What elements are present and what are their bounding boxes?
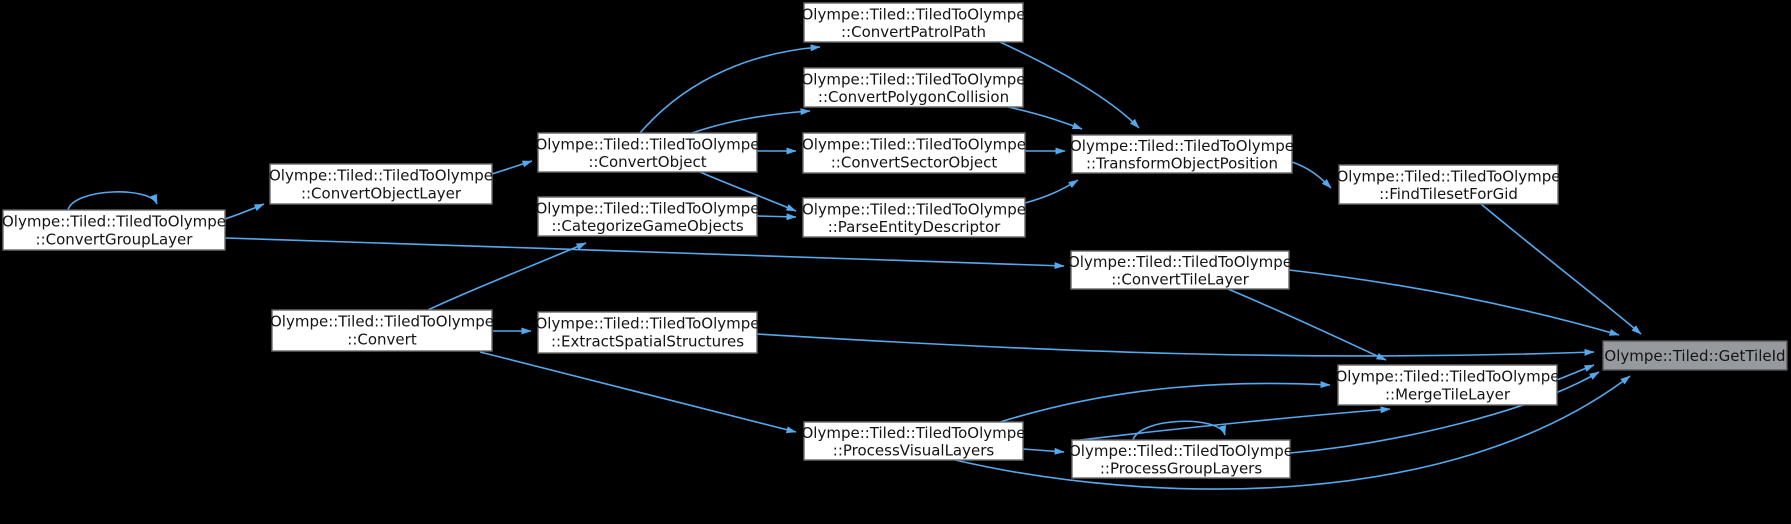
node-label-line2: ::TransformObjectPosition [1086, 155, 1278, 173]
node-label-line1: Olympe::Tiled::TiledToOlympe [270, 313, 494, 331]
node-parse-entity-descriptor[interactable]: Olympe::Tiled::TiledToOlympe ::ParseEnti… [802, 197, 1026, 238]
edge-processVisualLayers-getTileId [954, 375, 1631, 490]
edge-processGroupLayers-self-loop [1132, 420, 1227, 441]
node-label-line2: ::CategorizeGameObjects [551, 217, 744, 235]
edge-transformObjectPosition-findTilesetForGid [1291, 161, 1332, 189]
node-label-line1: Olympe::Tiled::GetTileId [1604, 347, 1785, 365]
edge-categorizeGameObjects-parseEntityDescriptor [756, 213, 797, 221]
node-label-line1: Olympe::Tiled::TiledToOlympe [802, 136, 1026, 154]
node-process-group-layers[interactable]: Olympe::Tiled::TiledToOlympe ::ProcessGr… [1069, 439, 1293, 479]
edge-processVisualLayers-mergeTileLayer [999, 381, 1331, 423]
edge-convertObjectLayer-convertObject [491, 160, 533, 175]
node-label-line2: ::ProcessVisualLayers [833, 442, 995, 460]
edge-convertGroupLayer-convertTileLayer [224, 237, 1065, 270]
node-label-line1: Olympe::Tiled::TiledToOlympe [269, 167, 493, 185]
edge-convert-processVisualLayers [479, 351, 797, 434]
node-categorize-game-objects[interactable]: Olympe::Tiled::TiledToOlympe ::Categoriz… [535, 196, 760, 237]
node-label-line2: ::ExtractSpatialStructures [551, 333, 744, 351]
node-label-line1: Olympe::Tiled::TiledToOlympe [801, 71, 1025, 89]
node-box [802, 197, 1026, 238]
edge-parseEntityDescriptor-transformObjectPosition [1024, 179, 1079, 204]
node-label-line1: Olympe::Tiled::TiledToOlympe [1336, 168, 1560, 186]
node-box [269, 163, 493, 205]
edge-convertObject-parseEntityDescriptor [699, 171, 797, 212]
node-box [1071, 134, 1293, 174]
node-label-line2: ::ConvertObjectLayer [301, 185, 462, 203]
node-box [803, 67, 1024, 108]
edge-convertTileLayer-getTileId [1288, 269, 1620, 336]
edge-processGroupLayers-mergeTileLayer [1079, 406, 1391, 441]
edge-convert-categorizeGameObjects [427, 242, 587, 311]
node-label-line1: Olympe::Tiled::TiledToOlympe [535, 200, 759, 218]
node-label-line2: ::MergeTileLayer [1385, 386, 1511, 404]
node-box [1338, 164, 1559, 205]
node-process-visual-layers[interactable]: Olympe::Tiled::TiledToOlympe ::ProcessVi… [801, 421, 1026, 461]
node-label-line1: Olympe::Tiled::TiledToOlympe [535, 315, 759, 333]
node-box [802, 132, 1026, 174]
node-label-line2: ::ParseEntityDescriptor [828, 218, 1001, 236]
node-box [1070, 250, 1290, 290]
node-label-line2: ::Convert [347, 331, 417, 349]
node-box [803, 421, 1024, 461]
node-convert-object[interactable]: Olympe::Tiled::TiledToOlympe ::ConvertOb… [535, 132, 760, 173]
edge-processVisualLayers-processGroupLayers [1022, 447, 1065, 455]
node-convert-object-layer[interactable]: Olympe::Tiled::TiledToOlympe ::ConvertOb… [269, 163, 493, 205]
node-label-line2: ::ConvertObject [588, 153, 706, 171]
node-box [537, 311, 758, 354]
node-box [271, 309, 493, 352]
node-box [537, 196, 758, 237]
edge-convertObject-convertPatrolPath [639, 44, 821, 134]
node-label-line2: ::ProcessGroupLayers [1100, 460, 1262, 478]
node-label-line1: Olympe::Tiled::TiledToOlympe [1068, 253, 1292, 271]
node-box [1602, 340, 1788, 371]
node-find-tileset-for-gid[interactable]: Olympe::Tiled::TiledToOlympe ::FindTiles… [1336, 164, 1561, 205]
node-label-line1: Olympe::Tiled::TiledToOlympe [801, 424, 1025, 442]
edge-extractSpatialStructures-getTileId [756, 333, 1595, 357]
node-label-line1: Olympe::Tiled::TiledToOlympe [535, 136, 759, 154]
edge-findTilesetForGid-getTileId [1480, 203, 1642, 335]
node-convert-polygon-collision[interactable]: Olympe::Tiled::TiledToOlympe ::ConvertPo… [801, 67, 1026, 108]
edge-processGroupLayers-getTileId [1289, 371, 1600, 454]
node-extract-spatial-structures[interactable]: Olympe::Tiled::TiledToOlympe ::ExtractSp… [535, 311, 760, 354]
node-merge-tile-layer[interactable]: Olympe::Tiled::TiledToOlympe ::MergeTile… [1335, 364, 1560, 406]
node-label-line1: Olympe::Tiled::TiledToOlympe [1335, 368, 1559, 386]
edge-convertGroupLayer-convertObjectLayer [224, 203, 265, 220]
node-convert-tile-layer[interactable]: Olympe::Tiled::TiledToOlympe ::ConvertTi… [1068, 250, 1292, 290]
node-box [1337, 364, 1558, 406]
node-box [2, 209, 226, 251]
edge-convertPatrolPath-transformObjectPosition [999, 41, 1140, 129]
node-label-line1: Olympe::Tiled::TiledToOlympe [801, 6, 1025, 24]
node-label-line2: ::ConvertPatrolPath [841, 23, 986, 41]
edge-convertTileLayer-mergeTileLayer [1227, 288, 1387, 361]
edge-convertObject-convertPolygonCollision [691, 108, 811, 134]
node-convert-sector-object[interactable]: Olympe::Tiled::TiledToOlympe ::ConvertSe… [802, 132, 1026, 174]
node-transform-object-position[interactable]: Olympe::Tiled::TiledToOlympe ::Transform… [1070, 134, 1294, 174]
node-box [803, 2, 1024, 43]
node-box [537, 132, 758, 173]
node-convert-patrol-path[interactable]: Olympe::Tiled::TiledToOlympe ::ConvertPa… [801, 2, 1026, 43]
node-get-tile-id-current[interactable]: Olympe::Tiled::GetTileId [1602, 340, 1788, 371]
node-label-line1: Olympe::Tiled::TiledToOlympe [1069, 442, 1293, 460]
node-label-line2: ::ConvertSectorObject [831, 154, 998, 172]
node-label-line1: Olympe::Tiled::TiledToOlympe [2, 213, 226, 231]
node-label-line2: ::FindTilesetForGid [1379, 185, 1518, 203]
node-convert-group-layer[interactable]: Olympe::Tiled::TiledToOlympe ::ConvertGr… [2, 209, 226, 251]
edge-mergeTileLayer-getTileId [1556, 364, 1595, 381]
node-label-line1: Olympe::Tiled::TiledToOlympe [802, 201, 1026, 219]
edge-convertPolygonCollision-transformObjectPosition [1007, 106, 1083, 130]
node-label-line1: Olympe::Tiled::TiledToOlympe [1070, 137, 1294, 155]
node-convert[interactable]: Olympe::Tiled::TiledToOlympe ::Convert [270, 309, 494, 352]
node-box [1071, 439, 1291, 479]
node-label-line2: ::ConvertTileLayer [1111, 271, 1249, 289]
node-label-line2: ::ConvertPolygonCollision [818, 88, 1009, 106]
edge-convertGroupLayer-self-loop [67, 191, 158, 211]
node-label-line2: ::ConvertGroupLayer [36, 231, 194, 249]
edge-layer [67, 41, 1642, 490]
